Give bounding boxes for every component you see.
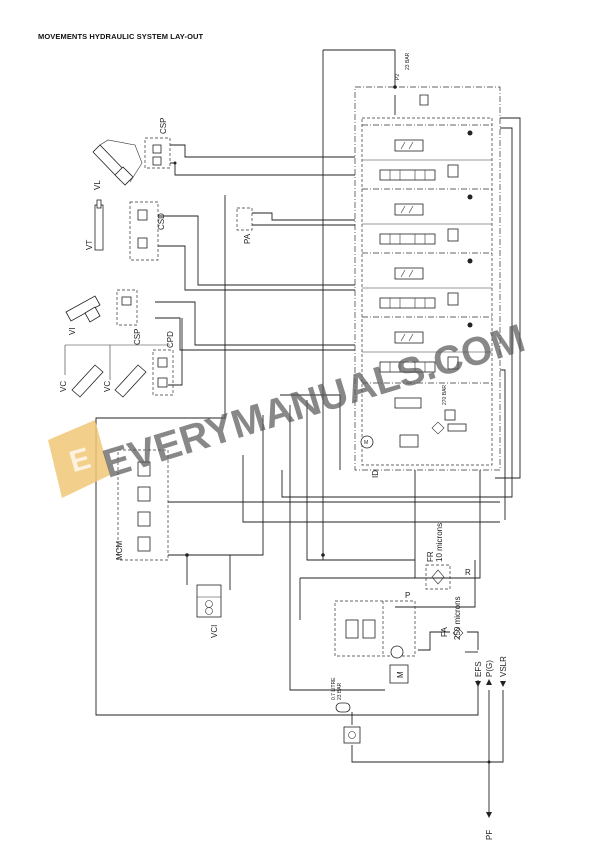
fr-label: FR bbox=[426, 551, 435, 562]
vi-cylinder bbox=[65, 295, 101, 323]
csp-top-label: CSP bbox=[159, 118, 168, 134]
mcm-label: MCM bbox=[115, 541, 124, 560]
relief-valve-spool bbox=[394, 397, 422, 409]
vc-cylinders bbox=[64, 344, 170, 398]
unloading-valve bbox=[399, 434, 419, 448]
fa-label: FA bbox=[440, 627, 449, 637]
bar270-label: 270 BAR bbox=[442, 385, 448, 405]
bar23-top-label: 23 BAR bbox=[405, 52, 411, 70]
filter-icon bbox=[431, 421, 445, 435]
pressure-gauge-icon bbox=[360, 435, 374, 449]
id-label: ID bbox=[371, 470, 380, 478]
fa-filter-icon bbox=[452, 627, 464, 639]
vci-label: VCI bbox=[210, 625, 219, 638]
cpd-label: CPD bbox=[166, 331, 175, 348]
vt-cylinder bbox=[94, 199, 104, 251]
accumulator bbox=[335, 702, 351, 713]
page-title: MOVEMENTS HYDRAULIC SYSTEM LAY-OUT bbox=[38, 32, 204, 41]
vc2-label: VC bbox=[103, 381, 112, 392]
mcm-valve bbox=[137, 461, 151, 477]
vci-valve bbox=[196, 584, 222, 618]
valve-section bbox=[362, 188, 492, 245]
motor-box bbox=[389, 664, 409, 684]
vc1-label: VC bbox=[59, 381, 68, 392]
acc-volume-label: 0.7 LITRE bbox=[331, 677, 337, 700]
valve-section bbox=[362, 124, 492, 181]
fr-microns-label: 10 microns bbox=[435, 523, 444, 562]
vslr-label: VSLR bbox=[499, 656, 508, 677]
csp-top-valve bbox=[144, 137, 171, 169]
mcm-block bbox=[117, 449, 169, 561]
valve-section bbox=[362, 252, 492, 309]
csp-mid-label: CSP bbox=[133, 329, 142, 345]
watermark-logo bbox=[48, 420, 110, 498]
efs-label: EFS bbox=[474, 661, 483, 677]
pa-label: PA bbox=[243, 233, 252, 244]
r-label: R bbox=[465, 568, 471, 577]
mcm-valve bbox=[137, 486, 151, 502]
vt-label: VT bbox=[85, 240, 94, 250]
mcm-valve bbox=[137, 511, 151, 527]
watermark-text: EVERYMANUALS.COM bbox=[98, 316, 530, 486]
fa-microns-label: 250 microns bbox=[453, 596, 462, 640]
motor-label: M bbox=[396, 671, 405, 678]
p-label: P bbox=[405, 591, 410, 600]
pressure-relief-valve bbox=[444, 409, 456, 421]
main-valve-block: M ID 270 BAR 23 BAR P2 bbox=[354, 52, 501, 478]
csd-valve bbox=[129, 201, 159, 261]
vl-label: VL bbox=[93, 180, 102, 190]
pg-arrow-icon bbox=[486, 679, 492, 685]
pf-arrow-icon bbox=[486, 812, 492, 818]
valve-section bbox=[362, 316, 492, 373]
gauge-label: M bbox=[364, 440, 368, 446]
p2-label: P2 bbox=[395, 74, 401, 80]
pf-label: PF bbox=[485, 830, 494, 840]
csp-mid-valve bbox=[116, 289, 138, 326]
vi-label: VI bbox=[68, 327, 77, 335]
cpd-valve bbox=[152, 349, 174, 396]
vslr-arrow-icon bbox=[500, 681, 506, 687]
check-valve bbox=[343, 726, 361, 744]
vl-cylinder bbox=[92, 139, 143, 186]
pump-group bbox=[334, 600, 416, 657]
pipes bbox=[95, 49, 521, 818]
pg-label: P(G) bbox=[485, 660, 494, 677]
pump-icon bbox=[390, 645, 404, 659]
mcm-valve bbox=[137, 536, 151, 552]
efs-arrow-icon bbox=[475, 681, 481, 687]
pa-block bbox=[236, 207, 253, 231]
acc-pressure-label: 23 BAR bbox=[337, 682, 343, 700]
fr-filter bbox=[425, 564, 451, 590]
csd-label: CSD bbox=[157, 213, 166, 230]
watermark: E EVERYMANUALS.COM bbox=[48, 316, 530, 498]
